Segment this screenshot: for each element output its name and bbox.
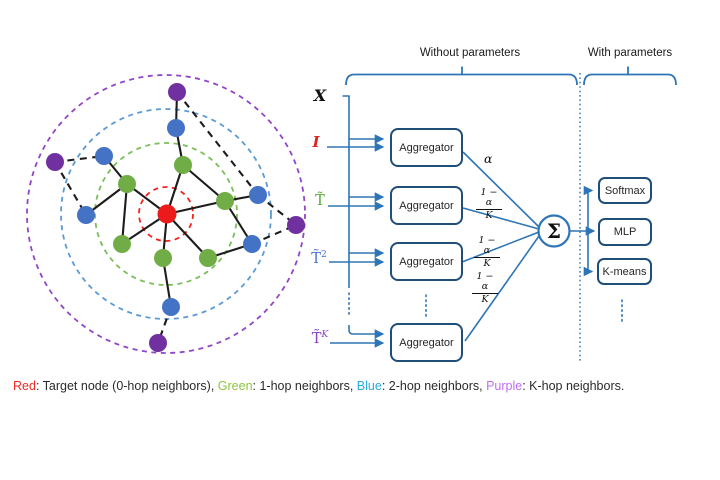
input-label-t-base: T̃	[315, 193, 325, 209]
input-label-tk-base: T̃	[311, 330, 322, 347]
mlp-box: MLP	[598, 218, 652, 246]
graph-edge-dashed	[54, 161, 87, 216]
aggregator-label-3: Aggregator	[399, 255, 454, 268]
fraction-denominator: K	[483, 258, 491, 269]
node-blue	[249, 186, 267, 204]
input-label-tk-sup: K	[321, 330, 329, 340]
weight-fraction-2: 1 − α K	[474, 236, 500, 269]
input-label-t: T̃	[305, 193, 335, 210]
fraction-denominator: K	[485, 210, 493, 221]
graph-edge	[120, 183, 129, 245]
kmeans-label: K-means	[602, 265, 647, 278]
node-red	[157, 204, 177, 224]
node-blue	[162, 298, 180, 316]
caption-segment: : Target node (0-hop neighbors),	[35, 379, 218, 393]
x-feed-stub	[348, 325, 354, 335]
without-parameters-brace	[345, 73, 578, 86]
softmax-label: Softmax	[604, 184, 646, 197]
sum-symbol: Σ	[546, 219, 562, 243]
aggregator-box-1: Aggregator	[390, 128, 463, 167]
aggregator-box-4: Aggregator	[390, 323, 463, 362]
caption-segment: Red	[13, 379, 36, 393]
node-green	[118, 175, 136, 193]
caption-segment: Green	[217, 379, 253, 393]
with-parameters-brace	[583, 73, 677, 86]
agg1-to-sum-line	[462, 151, 540, 228]
softmax-box: Softmax	[598, 177, 652, 204]
ring-K-hop	[26, 74, 306, 354]
node-purple	[46, 153, 64, 171]
with-parameters-label: With parameters	[587, 47, 673, 59]
weight-fraction-3: 1 − α K	[472, 272, 498, 305]
graph-edge	[166, 213, 209, 259]
fraction-denominator: K	[481, 294, 489, 305]
aggregator-label-1: Aggregator	[399, 141, 454, 154]
caption-segment: : 2-hop neighbors,	[381, 379, 487, 393]
graph-edge	[182, 164, 226, 202]
aggregator-box-3: Aggregator	[390, 242, 463, 281]
node-green	[199, 249, 217, 267]
agg4-to-sum-line	[464, 235, 540, 342]
aggregator-label-2: Aggregator	[399, 199, 454, 212]
alpha-weight-label: α	[484, 151, 493, 166]
input-label-i: I	[301, 134, 331, 151]
node-green	[216, 192, 234, 210]
caption-segment: Blue	[356, 379, 382, 393]
graph-edge-dashed	[176, 91, 259, 196]
node-purple	[149, 334, 167, 352]
graph-edge	[166, 199, 226, 216]
node-purple	[287, 216, 305, 234]
fraction-numerator: 1 − α	[476, 188, 502, 210]
input-label-tk: T̃K	[305, 330, 335, 348]
mlp-label: MLP	[613, 226, 637, 238]
input-label-t2-sup: 2	[320, 250, 327, 260]
input-label-t2: T̃2	[304, 250, 334, 268]
caption-segment: : 1-hop neighbors,	[252, 379, 357, 393]
node-blue	[167, 119, 185, 137]
kmeans-box: K-means	[597, 258, 652, 285]
aggregator-box-2: Aggregator	[390, 186, 463, 225]
fraction-numerator: 1 − α	[474, 236, 500, 258]
caption-segment: Purple	[486, 379, 523, 393]
ring-0-hop	[138, 186, 194, 242]
flow-connectors	[327, 95, 623, 348]
node-green	[113, 235, 131, 253]
input-label-t2-base: T̃	[311, 250, 321, 267]
node-blue	[77, 206, 95, 224]
section-braces	[345, 66, 677, 86]
fraction-numerator: 1 − α	[472, 272, 498, 294]
node-blue	[243, 235, 261, 253]
weight-fraction-1: 1 − α K	[476, 188, 502, 221]
node-green	[154, 249, 172, 267]
sum-node-circle	[537, 214, 571, 248]
node-green	[174, 156, 192, 174]
caption-segment: : K-hop neighbors.	[522, 379, 625, 393]
input-label-i-base: I	[312, 133, 320, 151]
node-blue	[95, 147, 113, 165]
arrow-sum-to-softmax	[583, 185, 594, 231]
agg2-to-sum-line	[462, 207, 540, 230]
without-parameters-label: Without parameters	[419, 47, 521, 59]
aggregator-label-4: Aggregator	[399, 336, 454, 349]
figure-caption: Red: Target node (0-hop neighbors), Gree…	[13, 379, 713, 393]
input-label-x: X	[313, 86, 327, 105]
arrow-sum-to-kmeans	[583, 231, 594, 277]
x-feed-line	[342, 95, 350, 288]
ring-1-hop	[94, 142, 238, 286]
node-purple	[168, 83, 186, 101]
